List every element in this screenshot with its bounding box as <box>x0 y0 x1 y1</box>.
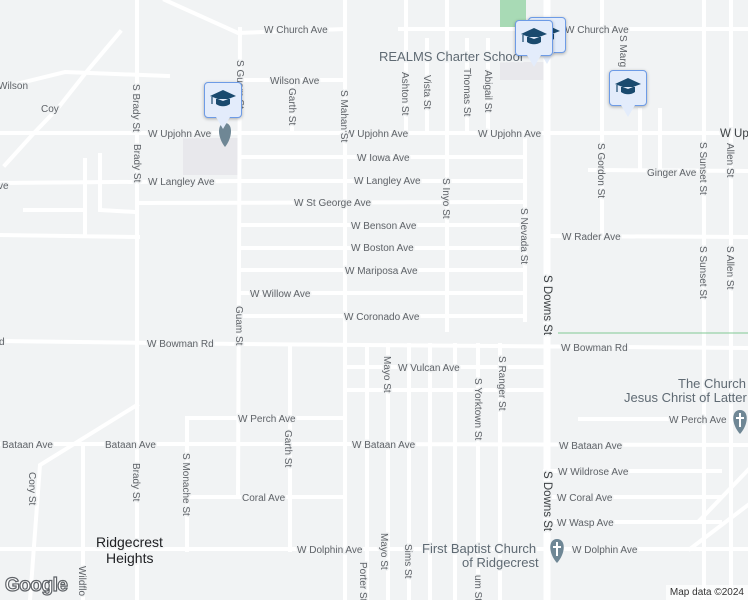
street-labels-vertical: S Brady St Brady St Brady St S Guam St G… <box>25 34 737 600</box>
street-label: Coy <box>41 104 59 115</box>
street-label: W Langley Ave <box>148 177 215 188</box>
poi-label-lds-church[interactable]: The Church of <box>677 375 748 393</box>
street-label: W Up <box>720 128 748 140</box>
street-label: Bataan Ave <box>2 440 53 451</box>
place-label: Ridgecrest <box>96 534 163 550</box>
street-label: Allen St <box>724 143 735 178</box>
street-label: Brady St <box>131 144 142 183</box>
place-label: Heights <box>106 550 153 566</box>
street-label: W Perch Ave <box>669 415 727 426</box>
street-label: S Sunset St <box>697 142 708 195</box>
street-label: Sims St <box>402 544 413 579</box>
street-label: W Iowa Ave <box>357 153 410 164</box>
street-label: W Coral Ave <box>557 493 613 504</box>
street-label: S Downs St <box>541 275 553 336</box>
street-label: Bataan Ave <box>105 440 156 451</box>
street-label: S Nevada St <box>518 208 529 264</box>
street-label: Mayo St <box>381 356 392 393</box>
street-label: W Church Ave <box>565 25 629 36</box>
street-label: Cory St <box>26 472 37 506</box>
school-marker[interactable] <box>204 82 242 129</box>
street-label: Mayo St <box>378 533 389 570</box>
street-label: Garth St <box>282 430 293 467</box>
street-label: W Rader Ave <box>562 232 621 243</box>
poi-label-first-baptist-2[interactable]: of Ridgecrest <box>461 554 541 572</box>
street-labels: W Church Ave Wilson Ave Wilson Coy W Upj… <box>0 24 748 558</box>
street-label: Brady St <box>130 463 141 502</box>
street-label: S Brady St <box>130 84 141 132</box>
street-label: Wildflo <box>76 566 87 596</box>
street-label: W Church Ave <box>264 25 328 36</box>
street-label: W Benson Ave <box>351 221 417 232</box>
street-label: W Wasp Ave <box>557 518 614 529</box>
street-label: Ginger Ave <box>647 168 697 179</box>
school-place-pin[interactable] <box>219 123 231 147</box>
street-label: S Inyo St <box>440 178 451 219</box>
street-label: Garth St <box>286 88 297 125</box>
poi-label-first-baptist[interactable]: First Baptist Church <box>421 540 538 558</box>
street-label: um St <box>472 575 483 600</box>
street-label: S Ranger St <box>496 356 507 411</box>
school-marker[interactable] <box>609 70 647 117</box>
street-label: W Vulcan Ave <box>398 363 460 374</box>
street-label: W Coronado Ave <box>344 312 420 323</box>
street-label: Wilson Ave <box>270 76 320 87</box>
street-label: W Perch Ave <box>238 414 296 425</box>
school-grounds <box>183 138 240 175</box>
street-label: W St George Ave <box>294 198 372 209</box>
cross-icon <box>553 542 561 556</box>
street-label: S Gordon St <box>595 143 606 198</box>
street-label: Porter St <box>357 562 368 600</box>
school-marker[interactable] <box>515 20 553 67</box>
street-label: W Bataan Ave <box>352 440 416 451</box>
street-label: Thomas St <box>461 68 472 117</box>
street-label: S Sunset St <box>697 246 708 299</box>
street-label: Ashton St <box>399 72 410 116</box>
street-label: W Dolphin Ave <box>572 545 638 556</box>
street-label: ve <box>0 181 9 192</box>
street-label: W Langley Ave <box>354 176 421 187</box>
street-label: Abigail St <box>482 70 493 112</box>
street-label: W Mariposa Ave <box>345 266 418 277</box>
graduation-cap-icon <box>210 90 236 107</box>
street-label: Wilson <box>0 81 28 92</box>
street-label: W Upjohn Ave <box>478 129 542 140</box>
street-label: Guam St <box>233 306 244 346</box>
street-label: Vista St <box>421 75 432 109</box>
street-label: W Willow Ave <box>250 289 311 300</box>
street-label: W Boston Ave <box>351 243 414 254</box>
street-label: S Yorktown St <box>472 378 483 440</box>
street-label: W Bataan Ave <box>559 441 623 452</box>
church-pin[interactable] <box>733 410 747 434</box>
poi-label-realms-school[interactable]: REALMS Charter School <box>378 48 525 66</box>
street-label: W Bowman Rd <box>561 343 628 354</box>
street-label: W Wildrose Ave <box>558 467 629 478</box>
street-label: Coral Ave <box>242 493 286 504</box>
street-label: S Allen St <box>724 246 735 290</box>
map-attribution[interactable]: Map data ©2024 <box>665 585 748 600</box>
street-label: S Downs St <box>541 471 553 532</box>
church-pin[interactable] <box>550 539 564 563</box>
street-label: d <box>0 337 5 348</box>
poi-label-lds-church-2[interactable]: Jesus Christ of Latter <box>623 389 748 407</box>
street-label: W Dolphin Ave <box>297 545 363 556</box>
street-label: S Monache St <box>180 453 191 516</box>
street-label: W Bowman Rd <box>147 339 214 350</box>
street-label: W Upjohn Ave <box>148 129 212 140</box>
google-logo: Google <box>4 574 68 596</box>
street-label: S Marg <box>617 35 628 67</box>
graduation-cap-icon <box>521 28 547 45</box>
street-label: S Mahan St <box>338 90 349 142</box>
graduation-cap-icon <box>615 78 641 95</box>
cross-icon <box>736 413 744 427</box>
street-label: W Upjohn Ave <box>345 129 409 140</box>
